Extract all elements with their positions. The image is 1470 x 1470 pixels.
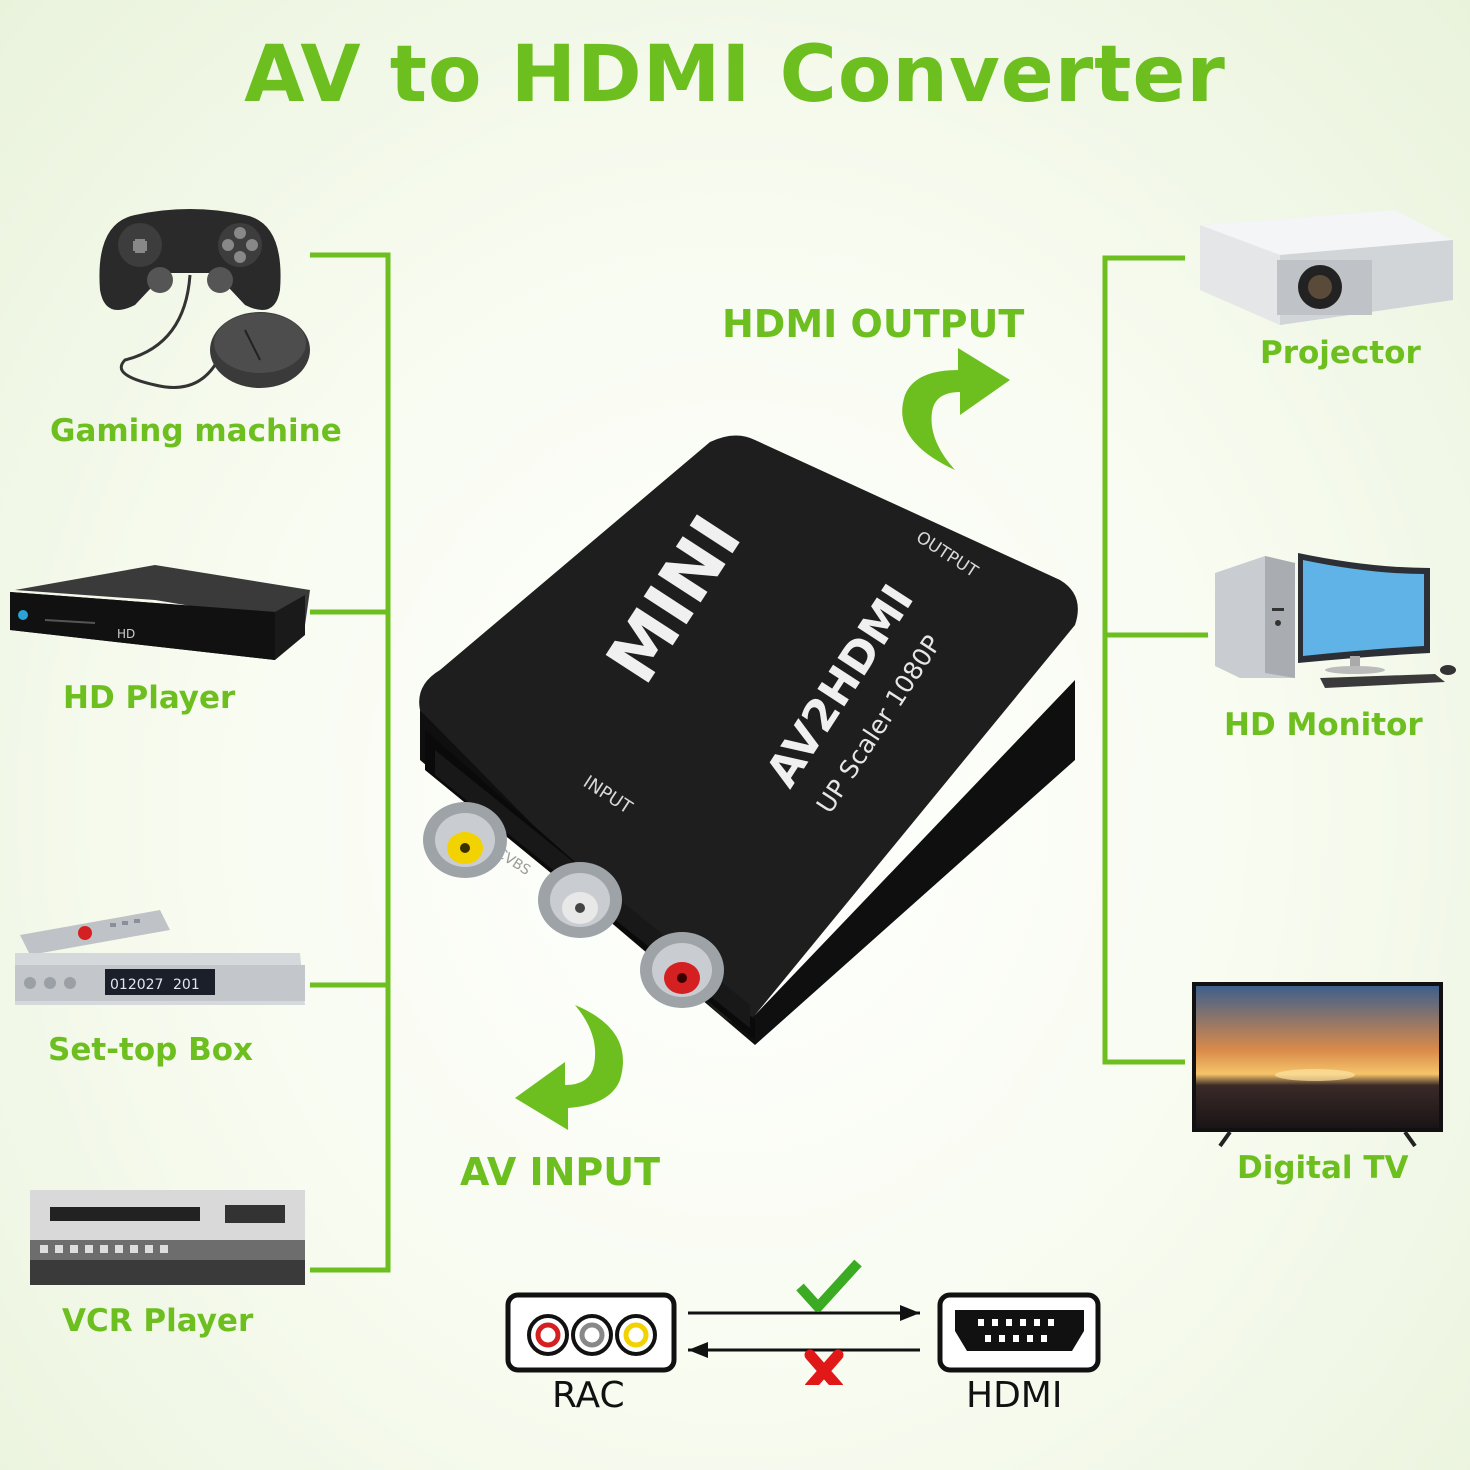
curved-arrow-up-right-icon (902, 348, 1010, 470)
stb-display-right: 201 (173, 977, 200, 993)
output-label-projector: Projector (1260, 335, 1421, 371)
gamepad-and-mouse-icon (99, 209, 310, 389)
source-label-vcr: VCR Player (62, 1303, 254, 1339)
page-title: AV to HDMI Converter (244, 30, 1226, 120)
output-label-hd-monitor: HD Monitor (1224, 707, 1423, 743)
check-icon (796, 1259, 862, 1312)
legend-rac-label: RAC (552, 1375, 625, 1416)
hd-badge: HD (117, 627, 135, 641)
legend-hdmi-label: HDMI (966, 1375, 1063, 1416)
hdmi-output-label: HDMI OUTPUT (722, 302, 1025, 346)
source-label-set-top-box: Set-top Box (48, 1032, 254, 1068)
signal-direction-legend (505, 1259, 1101, 1385)
av-input-label: AV INPUT (460, 1150, 661, 1194)
projector-icon (1200, 210, 1453, 325)
vcr-icon (30, 1190, 305, 1285)
rca-jack-white (538, 862, 622, 938)
set-top-box-icon: 012027 201 (15, 910, 305, 1005)
cross-icon (804, 1349, 844, 1385)
source-label-hd-player: HD Player (63, 680, 236, 716)
computer-monitor-icon (1215, 553, 1456, 688)
source-label-gaming: Gaming machine (50, 413, 342, 449)
rca-jack-yellow (423, 802, 507, 878)
av2hdmi-converter-device: OUTPUT MINI AV2HDMI UP Scaler 1080P INPU… (419, 435, 1078, 1045)
dvd-player-icon: HD (10, 565, 310, 660)
curved-arrow-down-left-icon (515, 1005, 623, 1130)
stb-display-left: 012027 (110, 977, 163, 993)
television-icon (1192, 982, 1443, 1148)
rca-jack-red (640, 932, 724, 1008)
output-label-digital-tv: Digital TV (1237, 1150, 1409, 1186)
